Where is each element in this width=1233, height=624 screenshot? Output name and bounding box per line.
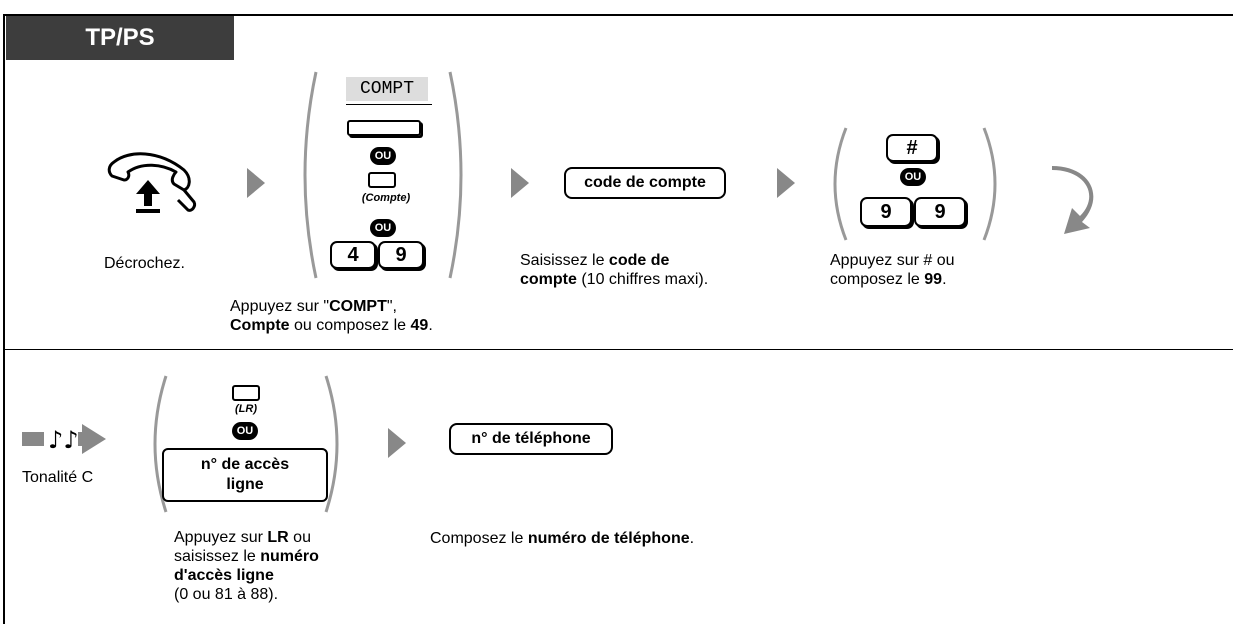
step5-caption: Tonalité C <box>22 469 94 486</box>
ou-badge: OU <box>370 147 396 165</box>
key-9[interactable]: 9 <box>378 241 424 269</box>
step7-caption: Composez le numéro de téléphone. <box>430 530 695 547</box>
step6-caption: Appuyez sur LR ou saisissez le numéro d'… <box>174 529 319 603</box>
ou-badge: OU <box>900 168 926 186</box>
key-hash[interactable]: # <box>886 134 938 162</box>
step3-caption: Saisissez le code de compte (10 chiffres… <box>520 252 709 288</box>
tone-music-icon: ♪♪ <box>22 424 106 454</box>
step2-caption: Appuyez sur "COMPT", Compte ou composez … <box>230 298 433 334</box>
lr-label: (LR) <box>235 403 257 415</box>
right-paren <box>982 127 997 241</box>
phone-number-pill[interactable]: n° de téléphone <box>449 423 613 455</box>
compt-softkey[interactable] <box>347 120 421 136</box>
left-paren <box>153 375 168 513</box>
right-paren <box>448 71 463 279</box>
step1-caption: Décrochez. <box>104 255 185 272</box>
compte-button-icon[interactable] <box>368 172 396 188</box>
arrow-right-icon <box>388 428 406 458</box>
left-paren <box>303 71 318 279</box>
compt-display-label: COMPT <box>346 77 428 101</box>
step4-caption: Appuyez sur # ou composez le 99. <box>830 252 955 288</box>
svg-text:♪♪: ♪♪ <box>48 426 79 454</box>
left-paren <box>833 127 848 241</box>
handset-offhook-icon <box>107 152 196 213</box>
key-9[interactable]: 9 <box>860 197 912 227</box>
ou-badge: OU <box>232 422 258 440</box>
right-paren <box>324 375 339 513</box>
section-divider <box>3 349 1233 350</box>
arrow-right-icon <box>777 168 795 198</box>
key-9[interactable]: 9 <box>914 197 966 227</box>
compte-label: (Compte) <box>361 192 411 204</box>
code-de-compte-pill[interactable]: code de compte <box>564 167 726 199</box>
compt-underline <box>346 104 432 105</box>
curved-return-arrow-icon <box>1052 166 1094 234</box>
diagram-frame <box>3 14 1233 624</box>
arrow-right-icon <box>511 168 529 198</box>
header-tab: TP/PS <box>6 16 234 60</box>
arrow-right-icon <box>247 168 265 198</box>
lr-button-icon[interactable] <box>232 385 260 401</box>
key-4[interactable]: 4 <box>330 241 376 269</box>
ou-badge: OU <box>370 219 396 237</box>
